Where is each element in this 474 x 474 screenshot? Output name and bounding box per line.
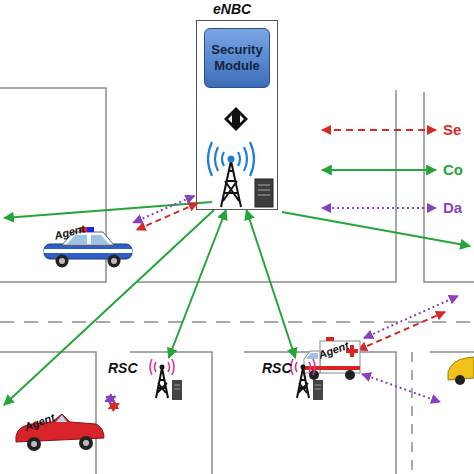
illustration-shape [258,195,270,196]
module-box: Security Module [204,28,270,88]
illustration-shape [27,437,41,451]
node-label: eNBC [213,1,251,17]
link-arrow [105,396,115,401]
illustration-shape [455,375,465,385]
legend-samples [322,130,436,208]
illustration-shape [244,352,396,474]
illustration-shape [315,389,321,390]
illustration-shape [306,353,318,359]
illustration-shape [130,352,212,474]
illustration-shape [208,142,254,176]
illustration-shape [0,321,474,323]
illustration-shape [322,207,436,209]
illustration-shape [228,115,244,123]
illustration-shape [108,255,121,268]
illustration-shape [44,249,132,253]
illustration-shape [345,370,355,380]
legend-label: Se [443,121,461,138]
illustration-shape [326,337,334,341]
illustration-shape [136,90,396,282]
illustration-shape [430,351,474,353]
illustration-shape [258,190,270,191]
illustration-shape [150,359,174,375]
illustration-shape [362,374,440,402]
link-arrow [246,210,295,358]
illustration-shape [160,365,165,370]
node-label: RSC [262,360,292,376]
illustration-shape [301,365,306,370]
road-lines [0,88,474,474]
illustration-shape [221,161,241,207]
base-station-box: eNBCSecurity Module [196,20,278,210]
roadside-tower [287,358,324,400]
illustration-shape [174,385,180,386]
external-links [358,296,458,402]
illustration-shape [282,212,470,246]
ambulance [300,335,362,385]
illustration-shape [424,92,474,282]
node-label: RSC [108,360,138,376]
illustration-shape [31,441,37,447]
roadside-unit: RSC [108,358,183,400]
illustration-shape [322,129,436,131]
illustration-shape [258,185,270,186]
illustration-shape [56,255,69,268]
illustration-shape [291,359,315,375]
illustration-shape [224,107,248,131]
roadside-unit: RSC [262,358,324,400]
illustration-shape [174,389,180,390]
illustration-shape [364,296,458,338]
illustration-shape [255,179,273,207]
illustration-shape [297,368,309,398]
illustration-shape [59,258,65,264]
link-arrow [133,196,194,223]
illustration-shape [304,366,360,370]
illustration-shape [358,312,445,350]
illustration-shape [156,368,168,398]
illustration-shape [228,156,235,163]
agent-vehicle: Agent [40,222,135,272]
illustration-shape [313,380,323,400]
link-arrow [169,210,226,358]
illustration-shape [0,352,96,474]
illustration-shape [315,385,321,386]
illustration-shape [79,436,93,450]
illustration-shape [83,440,89,446]
network-links [4,202,470,405]
node-label: Security Module [205,29,269,87]
illustration-shape [411,352,413,474]
link-arrow [137,203,198,230]
agent-vehicle: Agent [12,400,107,456]
agent-vehicle: Agent [300,335,362,385]
illustration-shape [172,380,182,400]
link-arrow [109,404,119,409]
legend-label: Co [443,161,463,178]
legend-label: Da [443,199,462,216]
illustration-shape [4,210,214,405]
roadside-tower [146,358,183,400]
illustration-shape [56,415,67,422]
partial-car [448,357,474,385]
illustration-shape [87,227,94,232]
illustration-shape [111,258,117,264]
illustration-shape [322,169,436,171]
illustration-shape [4,202,212,218]
